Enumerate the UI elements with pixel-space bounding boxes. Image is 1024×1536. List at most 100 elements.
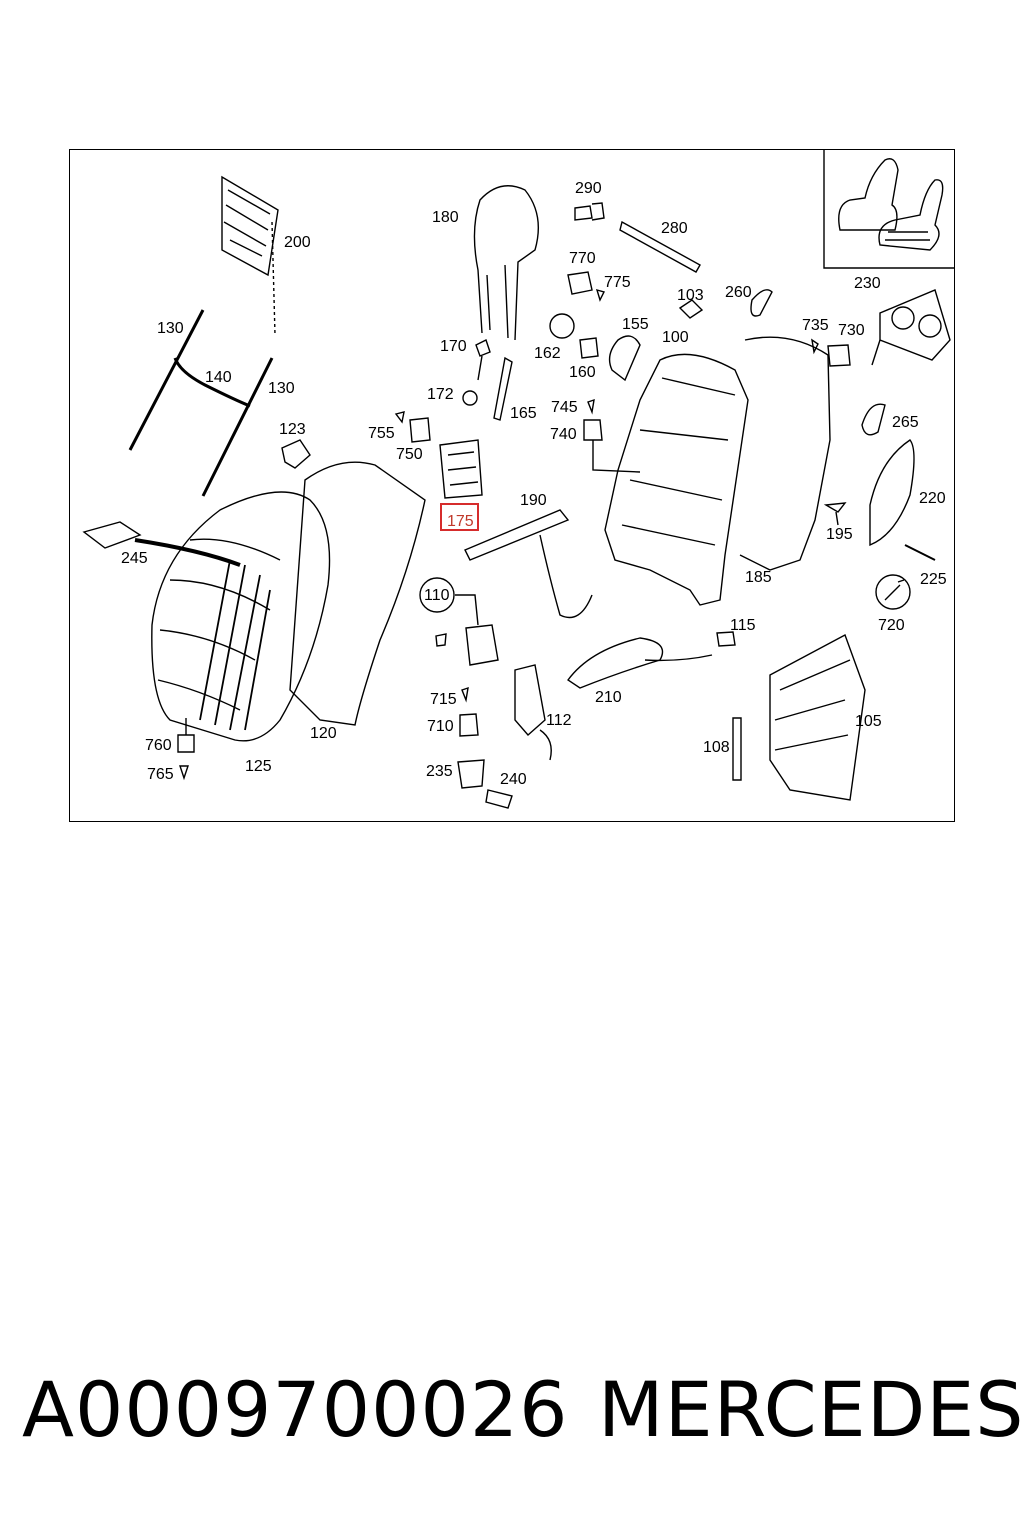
headrest-180 [473,185,540,341]
connector-760 [177,734,195,781]
mechanism-110 [465,624,499,666]
callout-label: 180 [432,209,459,226]
callout-label: 185 [745,569,772,586]
callout-label: 115 [730,617,756,634]
callout-label: 735 [802,317,829,334]
callout-label: 160 [569,364,596,381]
connector-710 [459,686,479,737]
callout-label: 170 [440,338,467,355]
callout-label: 110 [424,587,450,604]
callout-label: 130 [268,380,295,397]
callout-label: 745 [551,399,578,416]
seat-thumbnail-icon [838,158,944,251]
callout-label: 715 [430,691,457,708]
rod-130-right [201,357,274,497]
callout-label: 172 [427,386,454,403]
callout-label: 720 [878,617,905,634]
callout-label: 290 [575,180,602,197]
screw-225 [904,544,936,561]
guide-190 [464,509,570,561]
bolt-240 [485,789,513,809]
callout-label: 140 [205,369,232,386]
cable-tie-280 [619,220,701,273]
backrest-shell-185 [739,336,831,571]
callout-label: 710 [427,718,454,735]
cover-120 [289,461,426,726]
sensor-750 [394,411,431,443]
rod-130-left [128,309,205,451]
callout-label: 200 [284,234,311,251]
callout-label: 100 [662,329,689,346]
callout-label: 120 [310,725,337,742]
callout-label: 280 [661,220,688,237]
bolt-115 [716,631,736,647]
callout-label: 190 [520,492,547,509]
strip-108 [732,717,742,781]
tool-720 [875,574,911,610]
callout-label: 235 [426,763,453,780]
callout-label: 260 [725,284,752,301]
callout-label: 730 [838,322,865,339]
callout-label: 112 [546,712,572,729]
clip-770-775 [567,271,606,302]
ring-265 [861,403,886,436]
callout-label: 220 [919,490,946,507]
callout-label: 162 [534,345,561,362]
diagram-frame [69,149,955,822]
clip-103 [678,299,704,319]
callout-label: 225 [920,571,947,588]
callout-circle-110 [419,577,455,613]
callout-label: 770 [569,250,596,267]
connector-740 [583,398,603,441]
callout-label: 765 [147,766,174,783]
cap-162 [549,313,575,339]
screw-195 [823,502,847,526]
cover-220 [869,439,915,547]
callout-label: 105 [855,713,882,730]
callout-label: 230 [854,275,881,292]
bolt-290 [574,202,605,221]
washer-172 [462,390,478,406]
switch-235 [457,759,485,789]
heater-mat-200 [221,175,279,277]
bolt-160 [579,337,599,359]
motor-112 [514,664,546,736]
callout-label: 155 [622,316,649,333]
clip-123 [281,439,311,469]
callout-label: 760 [145,737,172,754]
part-number-caption: A0009700026 [22,1365,569,1454]
callout-label: 265 [892,414,919,431]
callout-label: 125 [245,758,272,775]
exploded-parts-diagram: 180 290 280 770 775 200 103 260 230 130 … [82,149,955,809]
backrest-frame-100 [604,353,749,606]
trim-210 [567,637,664,689]
cover-260 [750,289,773,317]
callout-label: 130 [157,320,184,337]
guide-170 [475,339,491,381]
callout-label: 103 [677,287,704,304]
wire-mat-105 [769,634,866,801]
latch-175 [439,439,483,499]
callout-label-highlighted: 175 [447,513,474,530]
inset-frame [823,149,955,269]
fan-module-230 [879,289,951,361]
lever-155 [608,335,641,382]
callout-label: 108 [703,739,730,756]
callout-labels: 180 290 280 770 775 200 103 260 230 130 … [121,180,947,788]
callout-label: 195 [826,526,853,543]
handle-245 [82,521,142,549]
callout-label: 245 [121,550,148,567]
callout-label: 750 [396,446,423,463]
cushion-125 [151,491,331,742]
callout-label: 740 [550,426,577,443]
callout-label: 775 [604,274,631,291]
arrow [134,538,241,567]
callout-label: 210 [595,689,622,706]
callout-label: 755 [368,425,395,442]
brand-caption: MERCEDES [598,1365,1024,1454]
guide-165 [493,356,513,421]
highlight-box-175 [440,503,479,531]
strap-140 [173,357,251,408]
callout-label: 240 [500,771,527,788]
actuator-730 [811,338,851,367]
